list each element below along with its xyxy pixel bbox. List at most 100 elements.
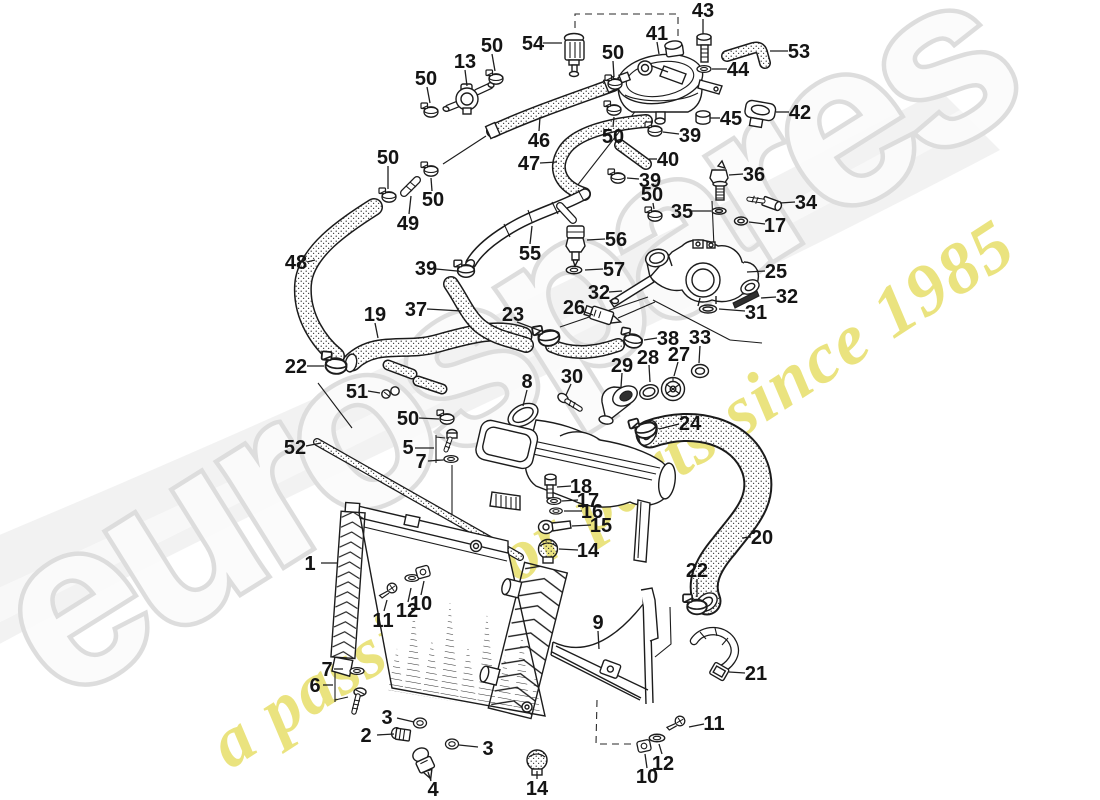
- part-leader-46: [538, 116, 541, 132]
- part-label-53: 53: [788, 41, 810, 63]
- part-leader-4: [427, 771, 432, 782]
- screw-6: [351, 687, 367, 715]
- part-label-25: 25: [765, 261, 787, 283]
- part-leader-34: [779, 201, 796, 204]
- part-leader-52: [305, 442, 322, 447]
- part-label-54: 54: [522, 33, 545, 55]
- thermostat-housing-25: [644, 239, 760, 307]
- part-leader-7: [427, 459, 444, 462]
- screw-11: [665, 712, 687, 735]
- part-label-20: 20: [751, 527, 773, 549]
- part-leader-56: [586, 238, 606, 241]
- part-leader-50: [418, 417, 440, 420]
- part-label-50: 50: [602, 126, 624, 148]
- part-label-57: 57: [603, 259, 625, 281]
- part-label-14: 14: [577, 540, 600, 562]
- part-label-42: 42: [789, 102, 811, 124]
- bolt-34: [746, 195, 783, 212]
- watermark-swoosh-highlight: [0, 110, 975, 623]
- vent-valve-54: [563, 32, 585, 78]
- part-label-2: 2: [360, 725, 371, 747]
- part-label-13: 13: [454, 51, 476, 73]
- part-leader-50: [426, 86, 431, 104]
- part-label-29: 29: [611, 355, 633, 377]
- washer-44: [696, 64, 712, 74]
- gasket-32: [732, 290, 760, 309]
- washer-17: [546, 496, 562, 506]
- part-label-36: 36: [743, 164, 765, 186]
- seal-ring-3: [444, 738, 460, 750]
- sensor-56: [565, 225, 586, 268]
- part-label-15: 15: [590, 515, 612, 537]
- thermostat-27: [660, 376, 686, 402]
- part-label-7: 7: [415, 451, 426, 473]
- part-leader-36: [728, 173, 744, 176]
- water-pipe-55: [464, 190, 585, 269]
- part-label-17: 17: [764, 215, 786, 237]
- bracket-42: [744, 99, 777, 129]
- part-leader-48: [306, 259, 316, 263]
- part-label-50: 50: [641, 184, 663, 206]
- part-label-14: 14: [526, 778, 549, 800]
- washer-16: [549, 507, 563, 515]
- screw-5: [443, 428, 458, 453]
- pipe-49: [400, 176, 421, 197]
- oring-28: [639, 384, 659, 400]
- part-leader-19: [374, 322, 379, 339]
- part-leader-39: [626, 177, 640, 180]
- part-label-4: 4: [427, 779, 439, 800]
- clamp-50-icon: [485, 69, 504, 85]
- radiator-1: [330, 501, 569, 720]
- part-label-24: 24: [679, 413, 702, 435]
- part-label-9: 9: [592, 612, 603, 634]
- part-leader-30: [565, 383, 572, 396]
- part-label-38: 38: [657, 328, 679, 350]
- part-label-39: 39: [415, 258, 437, 280]
- part-leader-10: [420, 580, 425, 596]
- part-leader-50: [612, 116, 615, 128]
- part-leader-50: [491, 53, 496, 72]
- seal-35: [711, 207, 727, 215]
- part-label-32: 32: [588, 282, 610, 304]
- valve-13: [442, 81, 495, 115]
- part-leader-13: [464, 69, 468, 87]
- part-label-55: 55: [519, 243, 541, 265]
- part-label-47: 47: [518, 153, 540, 175]
- part-label-39: 39: [679, 125, 701, 147]
- part-label-50: 50: [377, 147, 399, 169]
- part-leader-33: [698, 345, 701, 364]
- part-label-50: 50: [397, 408, 419, 430]
- part-leader-39: [662, 131, 680, 135]
- part-leader-12: [658, 743, 663, 755]
- radiator-left-tank: [330, 501, 366, 678]
- part-label-43: 43: [692, 0, 714, 22]
- clamp-50-icon: [420, 161, 439, 177]
- temp-switch-4: [412, 747, 436, 781]
- hose-38: [552, 345, 618, 352]
- radiator-right-tank: [479, 561, 569, 720]
- seal-17-upper: [733, 216, 749, 226]
- part-label-41: 41: [646, 23, 668, 45]
- part-label-1: 1: [304, 553, 315, 575]
- part-label-32: 32: [776, 286, 798, 308]
- part-label-50: 50: [602, 42, 624, 64]
- part-leader-31: [718, 308, 746, 312]
- part-leader-50: [612, 60, 615, 78]
- construction-lines: [317, 13, 763, 745]
- fan-shroud-lower-9: [550, 587, 659, 705]
- part-label-12: 12: [396, 600, 418, 622]
- nut-45: [695, 110, 711, 125]
- part-label-22: 22: [686, 560, 708, 582]
- part-label-30: 30: [561, 366, 583, 388]
- sender-26: [583, 304, 623, 326]
- fan-duct-upper-8: [475, 402, 677, 563]
- part-leader-51: [367, 390, 381, 394]
- part-label-52: 52: [284, 437, 306, 459]
- part-leader-15: [571, 524, 592, 527]
- part-label-49: 49: [397, 213, 419, 235]
- part-leader-20: [741, 536, 752, 539]
- part-label-11: 11: [372, 610, 393, 632]
- part-label-45: 45: [720, 108, 742, 130]
- part-label-3: 3: [381, 707, 392, 729]
